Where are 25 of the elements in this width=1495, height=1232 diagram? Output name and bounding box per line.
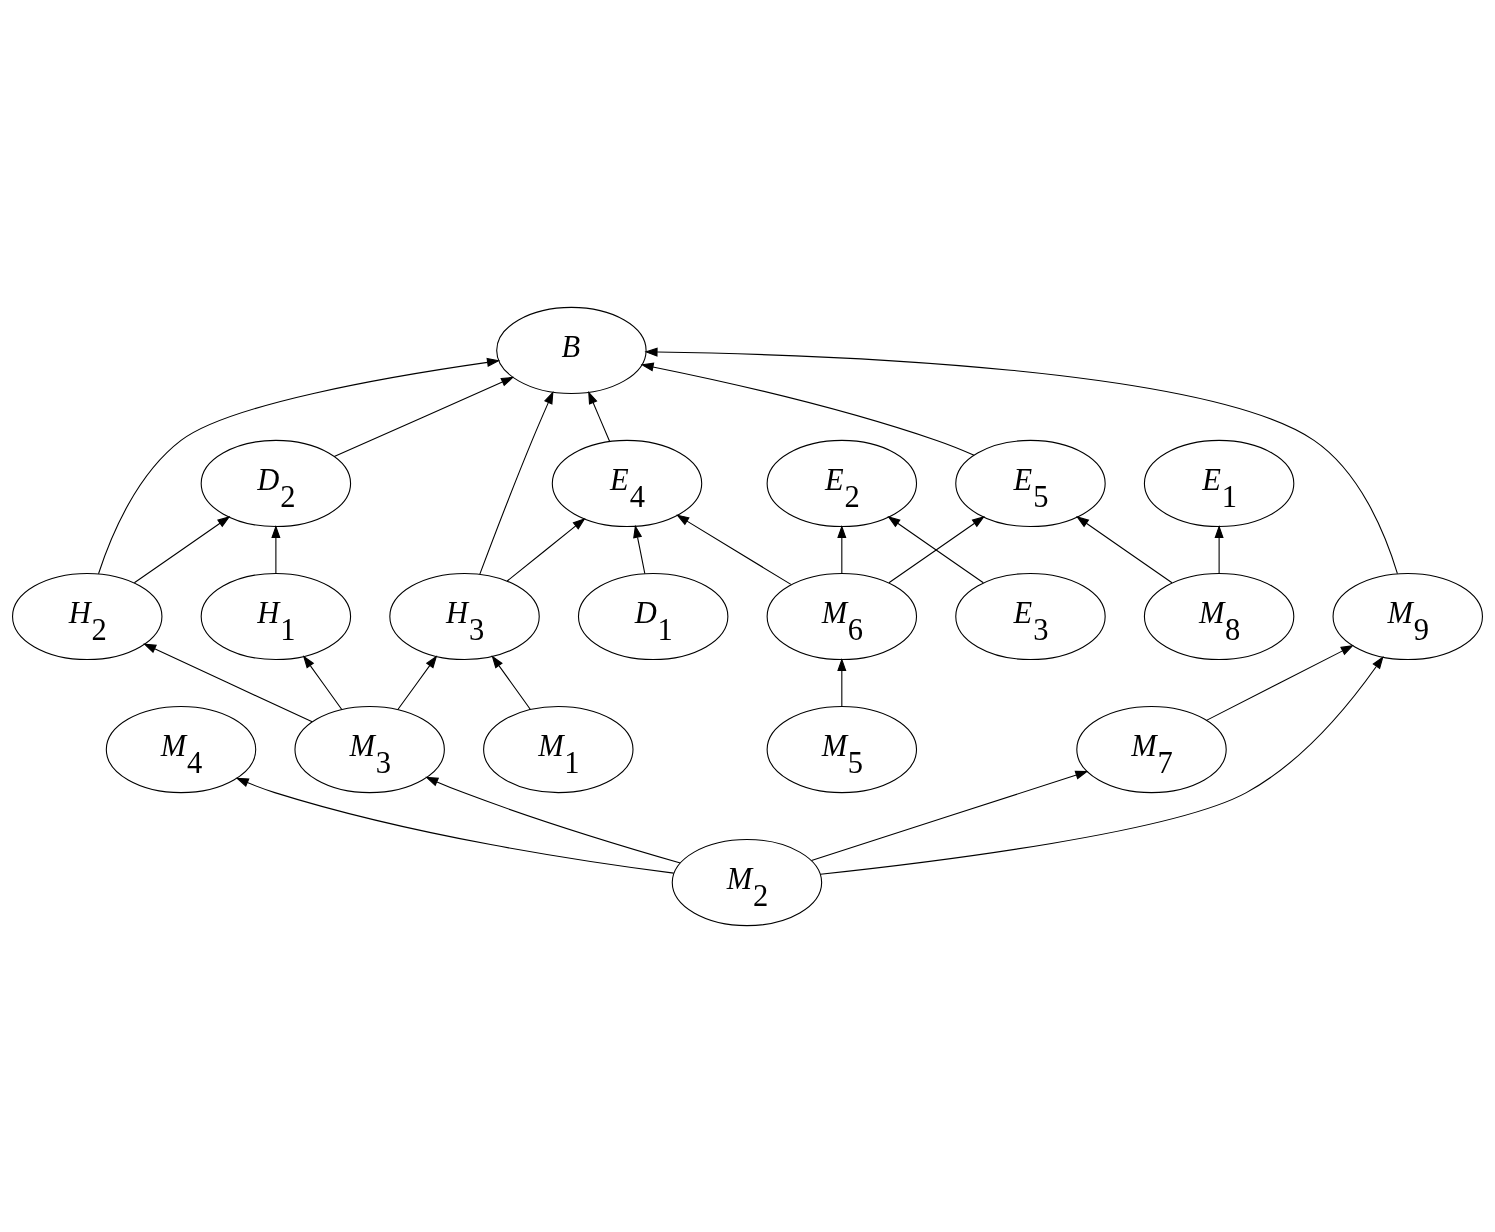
arrow [1214, 524, 1224, 574]
arrow [397, 654, 438, 710]
arrow [302, 654, 343, 710]
arrow [837, 657, 847, 707]
arrow [479, 390, 554, 575]
arrow [133, 515, 231, 583]
arrow [235, 777, 675, 874]
arrow [1205, 644, 1354, 721]
arrow [633, 524, 646, 574]
arrow [640, 362, 975, 456]
arrow [506, 517, 586, 582]
arrow [1075, 515, 1173, 583]
arrow [333, 376, 515, 457]
arrow [425, 776, 681, 864]
arrow [837, 524, 847, 574]
arrow [819, 655, 1384, 875]
node-ellipse: B [496, 306, 647, 394]
arrow [491, 654, 531, 710]
arrow [676, 514, 792, 585]
arrow [98, 357, 501, 574]
arrow [644, 346, 1398, 574]
arrow [143, 643, 313, 722]
arrow [588, 390, 611, 442]
arrow [810, 770, 1089, 861]
arrow [271, 524, 281, 574]
